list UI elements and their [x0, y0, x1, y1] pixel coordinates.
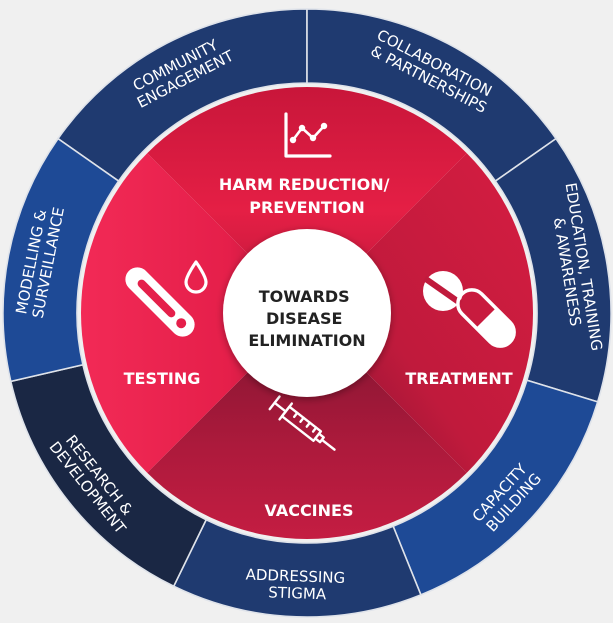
- quadrant-labels: HARM REDUCTION/ PREVENTION TREATMENT VAC…: [124, 175, 513, 520]
- ring-label-line: ADDRESSING: [245, 566, 345, 587]
- line-chart-icon: [284, 112, 332, 158]
- ring-segment-modelling-surveillance: [2, 137, 120, 383]
- quadrant-harm-reduction: [147, 86, 467, 313]
- outer-ring: [2, 8, 612, 618]
- center-circle: [223, 229, 391, 397]
- center-line: ELIMINATION: [248, 331, 365, 350]
- syringe-icon: [268, 395, 336, 451]
- center-line: DISEASE: [266, 309, 343, 328]
- pill-capsule-icon: [423, 271, 516, 348]
- quadrant-testing: [80, 153, 307, 473]
- label-vaccines: VACCINES: [265, 501, 354, 520]
- center-title: TOWARDS DISEASE ELIMINATION: [248, 287, 365, 350]
- center-hub: TOWARDS DISEASE ELIMINATION: [223, 229, 391, 397]
- label-harm-reduction: HARM REDUCTION/ PREVENTION: [219, 175, 395, 217]
- label-treatment: TREATMENT: [405, 369, 512, 388]
- label-line: PREVENTION: [249, 198, 365, 217]
- quadrant-treatment: [307, 153, 533, 473]
- center-line: TOWARDS: [259, 287, 350, 306]
- test-tube-drop-icon: [125, 260, 208, 337]
- ring-label-addressing-stigma: ADDRESSING STIGMA: [245, 566, 351, 605]
- label-line: HARM REDUCTION/: [219, 175, 390, 194]
- ring-label-line: STIGMA: [268, 583, 327, 603]
- label-testing: TESTING: [124, 369, 201, 388]
